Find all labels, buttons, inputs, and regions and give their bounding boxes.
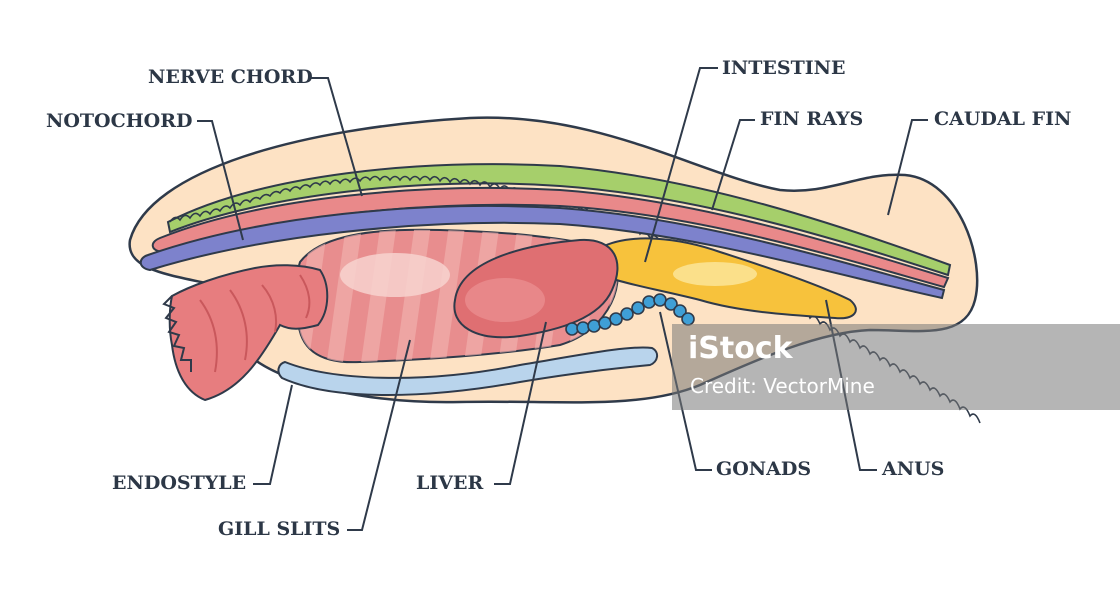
label-nerve-chord: NERVE CHORD [148,66,313,88]
label-intestine: INTESTINE [722,57,846,79]
leader-notochord [197,120,244,241]
liver-highlight [465,278,545,322]
label-fin-rays: FIN RAYS [760,108,864,130]
label-endostyle: ENDOSTYLE [112,472,247,494]
leader-lines [197,67,928,531]
leader-nerve-chord [310,77,363,197]
label-gonads: GONADS [716,458,812,480]
label-liver: LIVER [416,472,484,494]
oral-hood-shape [168,264,329,402]
intestine-highlight [673,262,757,286]
leader-endostyle [253,384,293,485]
endostyle-shape [277,346,658,396]
fin-rays-shape [166,163,952,277]
leader-liver [494,321,547,485]
leader-caudal-fin [887,119,928,216]
watermark-logo: iStock [688,331,793,366]
label-notochord: NOTOCHORD [46,110,193,132]
notochord-shape [139,205,946,300]
pharynx-highlight [340,253,450,297]
oral-hood-creases [199,274,311,373]
watermark-band [672,324,1120,410]
label-gill-slits: GILL SLITS [218,518,341,540]
watermark-credit: Credit: VectorMine [690,374,875,398]
label-anus: ANUS [882,458,945,480]
label-caudal-fin: CAUDAL FIN [934,108,1072,130]
oral-tentacles [162,295,192,372]
leader-intestine [644,67,718,263]
gonads-shape [565,293,695,336]
leader-gill-slits [347,339,411,531]
leader-fin-rays [711,119,755,211]
